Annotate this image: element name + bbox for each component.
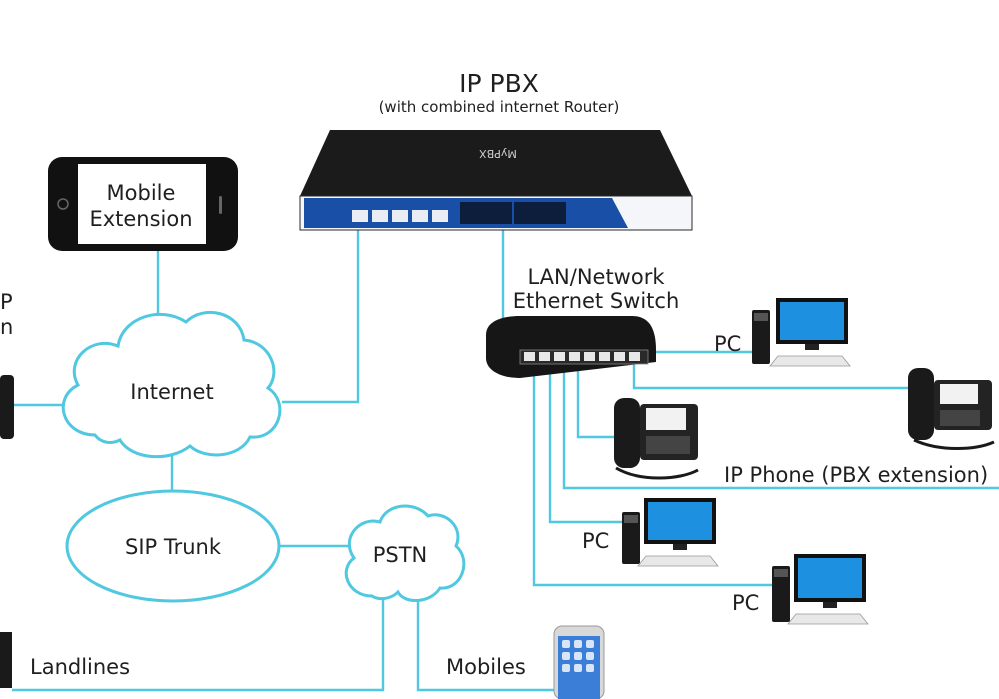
pstn-cloud: PSTN <box>344 504 466 602</box>
pbx-subtitle: (with combined internet Router) <box>379 98 620 116</box>
link-pbx-internet <box>282 222 360 404</box>
link-switch-phone-right <box>632 364 912 390</box>
switch-label-line1: LAN/Network <box>527 265 665 289</box>
mobile-extension-label-line2: Extension <box>89 207 192 231</box>
connection-lines <box>0 222 999 692</box>
ip-phone-middle <box>614 398 699 480</box>
pc-top-right: PC <box>714 298 851 367</box>
internet-label: Internet <box>130 380 213 404</box>
landline-phone-partial <box>0 632 12 688</box>
mobile-handset <box>553 625 605 699</box>
left-partial-label-line1: P <box>0 290 13 314</box>
pc-label-top: PC <box>714 332 741 356</box>
link-switch-ipphone-label <box>562 364 999 490</box>
link-pstn-landlines <box>12 596 385 692</box>
landlines-label: Landlines <box>30 655 130 679</box>
pc-middle: PC <box>582 498 719 567</box>
link-pstn-mobiles <box>416 596 556 692</box>
ip-phone-label: IP Phone (PBX extension) <box>724 463 988 487</box>
switch-label-line2: Ethernet Switch <box>513 289 680 313</box>
lan-switch: LAN/Network Ethernet Switch <box>486 265 679 378</box>
mobile-extension-label-line1: Mobile <box>107 181 176 205</box>
pstn-label: PSTN <box>373 543 428 567</box>
mobiles-label: Mobiles <box>446 655 526 679</box>
pc-label-middle: PC <box>582 529 609 553</box>
sip-trunk: SIP Trunk <box>65 489 281 603</box>
pbx-title: IP PBX <box>459 69 539 98</box>
pbx-brand: MyPBX <box>479 147 517 160</box>
pbx-ports <box>352 202 566 224</box>
left-partial-label-line2: n <box>0 315 13 339</box>
pc-bottom: PC <box>732 554 869 625</box>
mobile-extension-phone: Mobile Extension <box>48 157 238 251</box>
ip-pbx-device: IP PBX (with combined internet Router) M… <box>299 69 693 231</box>
sip-trunk-label: SIP Trunk <box>125 535 222 559</box>
ip-phone-right <box>908 368 995 450</box>
link-switch-phone-mid <box>576 364 614 439</box>
link-switch-pc-mid <box>548 364 624 524</box>
link-switch-pc-bottom <box>532 364 776 587</box>
left-partial: P n <box>0 290 14 688</box>
internet-cloud: Internet <box>61 310 282 459</box>
pc-label-bottom: PC <box>732 591 759 615</box>
